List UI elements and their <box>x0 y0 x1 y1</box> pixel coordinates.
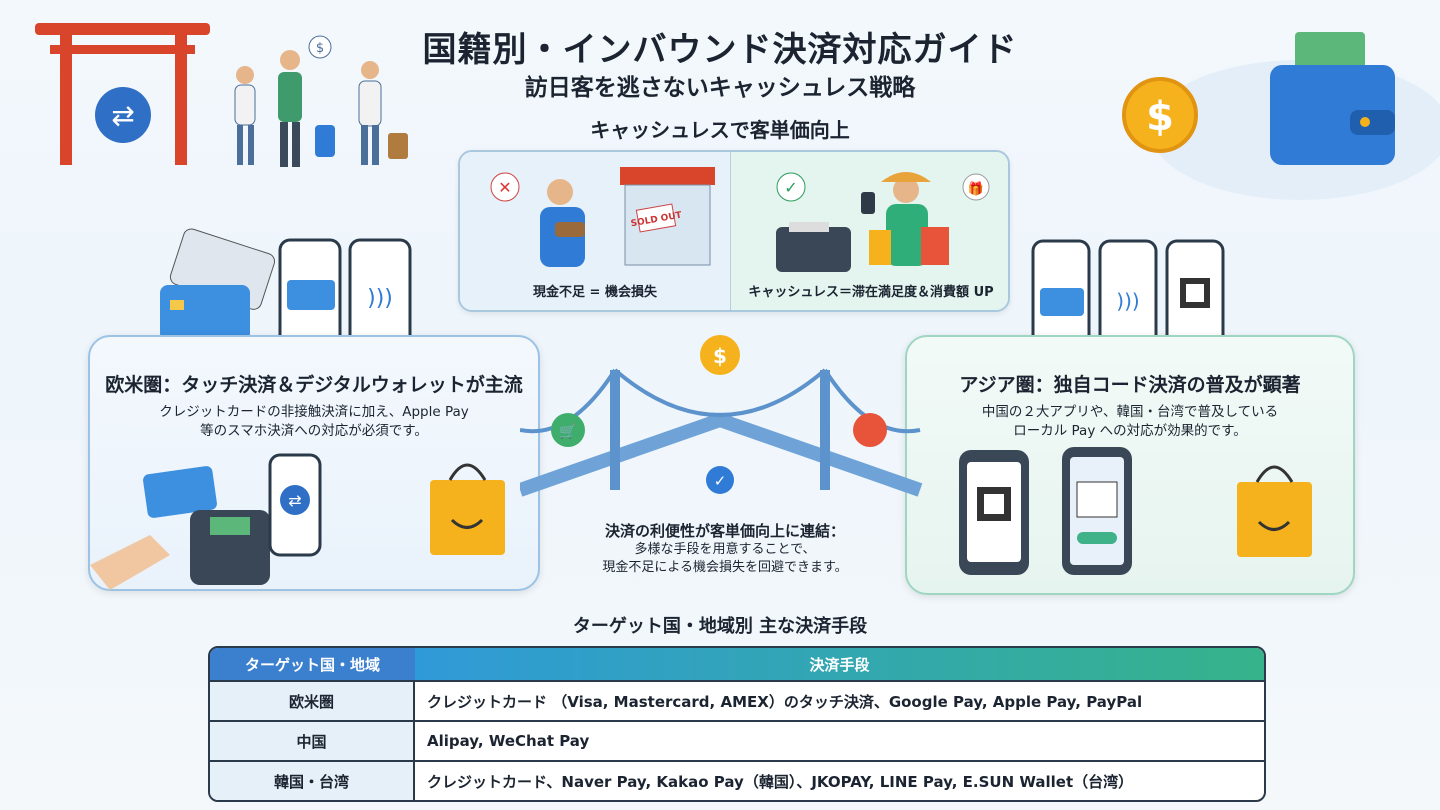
coin-pin-icon: $ <box>700 335 740 375</box>
asia-body: 中国の２大アプリや、韓国・台湾で普及している ローカル Pay への対応が効果的… <box>907 403 1353 441</box>
region-cell: 欧米圏 <box>210 680 415 720</box>
asia-heading: アジア圏：独自コード決済の普及が顕著 <box>959 374 1301 396</box>
methods-cell: クレジットカード （Visa, Mastercard, AMEX）のタッチ決済、… <box>415 680 1264 720</box>
svg-text:$: $ <box>1146 94 1174 140</box>
table-row: 韓国・台湾 クレジットカード、Naver Pay, Kakao Pay（韓国）、… <box>210 760 1264 800</box>
page-subtitle: 訪日客を逃さないキャッシュレス戦略 <box>524 75 916 101</box>
table-row: 中国 Alipay, WeChat Pay <box>210 720 1264 760</box>
methods-cell: Alipay, WeChat Pay <box>415 720 1264 760</box>
check-icon: ✓ <box>706 466 734 494</box>
bag-pin-icon <box>853 413 887 447</box>
table-row: 欧米圏 クレジットカード （Visa, Mastercard, AMEX）のタッ… <box>210 680 1264 720</box>
payment-methods-table: ターゲット国・地域 決済手段 欧米圏 クレジットカード （Visa, Maste… <box>208 646 1266 802</box>
svg-text:✓: ✓ <box>784 178 797 197</box>
svg-text:))): ))) <box>1116 289 1139 313</box>
contactless-payment-illustration: ⇄ <box>90 453 505 590</box>
wallet-coin-illustration: $ <box>1122 32 1440 200</box>
table-header-row: ターゲット国・地域 決済手段 <box>210 648 1264 680</box>
svg-text:✓: ✓ <box>714 472 727 490</box>
coin-icon: $ <box>1122 77 1198 153</box>
asia-region-panel: アジア圏：独自コード決済の普及が顕著 中国の２大アプリや、韓国・台湾で普及してい… <box>905 335 1355 595</box>
svg-text:⇄: ⇄ <box>111 99 134 132</box>
header-region: ターゲット国・地域 <box>210 648 415 680</box>
cashless-shopping-illustration: ✓ 🎁 <box>776 172 990 272</box>
bridge-body-line: 多様な手段を用意することで、 <box>634 542 816 557</box>
region-cell: 韓国・台湾 <box>210 760 415 800</box>
torii-gate-icon: ⇄ <box>35 23 210 165</box>
shopping-bag-icon <box>1237 465 1312 557</box>
table-title: ターゲット国・地域別 主な決済手段 <box>572 616 868 637</box>
shopping-bag-icon <box>430 463 505 555</box>
cashless-caption: キャッシュレス＝滞在満足度＆消費額 UP <box>748 285 994 300</box>
western-body: クレジットカードの非接触決済に加え、Apple Pay 等のスマホ決済への対応が… <box>90 403 538 441</box>
cash-vs-cashless-panel: ✕ SOLD OUT 現金不足 = 機会損失 ✓ 🎁 キャッシュレス＝滞在満足度… <box>458 150 1010 312</box>
western-heading: 欧米圏：タッチ決済＆デジタルウォレットが主流 <box>105 374 523 396</box>
svg-text:🛒: 🛒 <box>559 423 576 440</box>
cash-shortage-illustration: ✕ SOLD OUT <box>490 167 715 267</box>
torii-travelers-illustration: ⇄ $ <box>35 23 408 167</box>
western-body-line: クレジットカードの非接触決済に加え、Apple Pay <box>159 404 469 420</box>
methods-cell: クレジットカード、Naver Pay, Kakao Pay（韓国）、JKOPAY… <box>415 760 1264 800</box>
cart-pin-icon: 🛒 <box>551 413 585 447</box>
svg-text:🎁: 🎁 <box>968 181 984 197</box>
svg-text:))): ))) <box>367 286 393 311</box>
cash-shortage-scene: ✕ SOLD OUT 現金不足 = 機会損失 <box>460 152 730 310</box>
cashless-scene: ✓ 🎁 キャッシュレス＝滞在満足度＆消費額 UP <box>730 152 1008 310</box>
qr-payment-illustration <box>959 447 1312 575</box>
asia-body-line: ローカル Pay への対応が効果的です。 <box>1013 423 1247 439</box>
wallet-icon <box>1270 32 1395 165</box>
phones-qr-illustration: ))) <box>1031 239 1225 355</box>
svg-text:⇄: ⇄ <box>288 491 301 510</box>
cash-shortage-caption: 現金不足 = 機会損失 <box>533 285 657 300</box>
center-heading: キャッシュレスで客単価向上 <box>590 118 850 142</box>
travelers-icon: $ <box>234 35 408 167</box>
cards-phones-illustration: ))) <box>160 228 412 345</box>
bridge-heading: 決済の利便性が客単価向上に連結： <box>604 522 845 540</box>
header-methods: 決済手段 <box>415 648 1264 680</box>
payment-bridge-illustration: $ 🛒 ✓ <box>520 335 923 497</box>
svg-text:✕: ✕ <box>498 178 511 197</box>
western-body-line: 等のスマホ決済への対応が必須です。 <box>200 423 428 439</box>
svg-text:$: $ <box>316 41 324 56</box>
western-region-panel: 欧米圏：タッチ決済＆デジタルウォレットが主流 クレジットカードの非接触決済に加え… <box>88 335 540 591</box>
page-title: 国籍別・インバウンド決済対応ガイド <box>422 30 1018 70</box>
region-cell: 中国 <box>210 720 415 760</box>
asia-body-line: 中国の２大アプリや、韓国・台湾で普及している <box>981 404 1279 420</box>
bridge-body-line: 現金不足による機会損失を回避できます。 <box>602 560 848 575</box>
svg-text:$: $ <box>713 344 727 368</box>
bridge-text: 決済の利便性が客単価向上に連結： 多様な手段を用意することで、 現金不足による機… <box>560 520 890 577</box>
